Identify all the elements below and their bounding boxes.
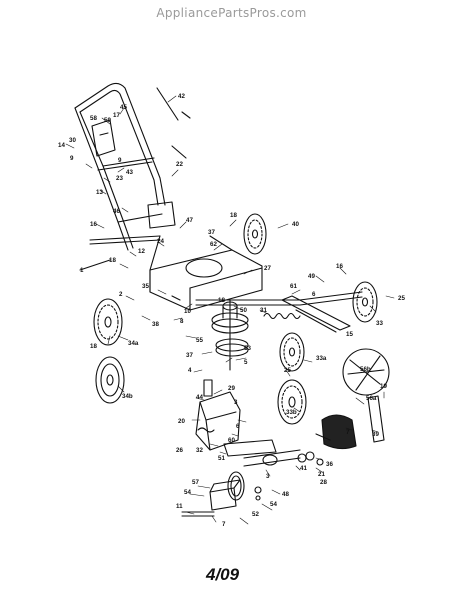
- callout-1: 1: [80, 267, 84, 274]
- callout-labels: 42 45 58 59 17 30 14 9 9 43 22 23 13 46 …: [58, 93, 405, 528]
- callout-6b: 6: [236, 423, 240, 430]
- callout-39: 39: [372, 431, 379, 438]
- wheel-right-far: [352, 281, 378, 323]
- callout-10: 10: [184, 308, 191, 315]
- deck-frame: [149, 235, 263, 311]
- callout-28: 28: [320, 479, 327, 486]
- callout-35: 35: [142, 283, 149, 290]
- callout-14: 14: [58, 142, 65, 149]
- callout-17: 17: [113, 112, 120, 119]
- callout-46: 46: [113, 208, 120, 215]
- callout-11: 11: [176, 503, 183, 510]
- callout-18c: 18: [218, 297, 225, 304]
- callout-57: 57: [192, 479, 199, 486]
- wheel-left-rear: [95, 356, 125, 404]
- callout-41: 41: [300, 465, 307, 472]
- callout-37b: 37: [186, 352, 193, 359]
- callout-47: 47: [186, 217, 193, 224]
- wheel-left-front: [93, 298, 123, 346]
- callout-18d: 18: [90, 343, 97, 350]
- callout-44: 44: [196, 394, 203, 401]
- callout-19: 19: [380, 383, 387, 390]
- callout-34a: 34a: [128, 340, 139, 347]
- callout-36: 36: [326, 461, 333, 468]
- callout-56a: 56a: [366, 395, 377, 402]
- callout-21: 21: [318, 471, 325, 478]
- callout-22: 22: [176, 161, 183, 168]
- callout-3a: 3: [234, 399, 238, 406]
- callout-52: 52: [252, 511, 259, 518]
- callout-53: 53: [244, 345, 251, 352]
- callout-12: 12: [138, 248, 145, 255]
- callout-62: 62: [210, 241, 217, 248]
- callout-25b: 25: [284, 367, 291, 374]
- callout-9a: 9: [70, 155, 74, 162]
- drive-belt: [227, 471, 245, 501]
- callout-50: 50: [240, 307, 247, 314]
- transmission-housing: [195, 379, 241, 451]
- handle-assembly: [74, 82, 191, 251]
- callout-6a: 6: [312, 291, 316, 298]
- callout-48: 48: [282, 491, 289, 498]
- callout-24: 24: [157, 238, 164, 245]
- blade-detail-inset: [342, 348, 390, 396]
- callout-38: 38: [152, 321, 159, 328]
- callout-26: 26: [176, 447, 183, 454]
- callout-7b: 7: [222, 521, 226, 528]
- callout-58: 58: [90, 115, 97, 122]
- lower-bracket: [181, 479, 262, 517]
- callout-3b: 3: [266, 473, 270, 480]
- leader-lines: [65, 95, 395, 525]
- callout-45: 45: [120, 104, 127, 111]
- callout-33: 33: [376, 320, 383, 327]
- callout-29: 29: [228, 385, 235, 392]
- revision-date: 4/09: [206, 565, 240, 584]
- callout-61: 61: [290, 283, 297, 290]
- callout-40: 40: [292, 221, 299, 228]
- callout-33b: 33b: [286, 409, 297, 416]
- callout-60: 60: [228, 437, 235, 444]
- blade-guard: [315, 395, 385, 450]
- wheel-top: [243, 213, 267, 255]
- pulley-stack: [211, 299, 249, 371]
- callout-23: 23: [116, 175, 123, 182]
- callout-16b: 16: [336, 263, 343, 270]
- callout-54b: 54: [270, 501, 277, 508]
- callout-32: 32: [196, 447, 203, 454]
- callout-7a: 7: [346, 429, 350, 436]
- callout-33a: 33a: [316, 355, 327, 362]
- callout-43: 43: [126, 169, 133, 176]
- callout-2: 2: [119, 291, 123, 298]
- callout-55: 55: [196, 337, 203, 344]
- wheel-right-low: [277, 379, 307, 425]
- drive-shaft: [223, 439, 324, 467]
- callout-37a: 37: [208, 229, 215, 236]
- callout-18b: 18: [109, 257, 116, 264]
- callout-4: 4: [188, 367, 192, 374]
- callout-25a: 25: [398, 295, 405, 302]
- callout-42: 42: [178, 93, 185, 100]
- callout-49: 49: [308, 273, 315, 280]
- callout-59: 59: [104, 117, 111, 124]
- callout-8: 8: [180, 318, 184, 325]
- wheel-right-mid: [279, 332, 305, 372]
- callout-5: 5: [244, 359, 248, 366]
- callout-51: 51: [218, 455, 225, 462]
- spring: [263, 312, 301, 320]
- watermark-text: AppliancePartsPros.com: [156, 6, 307, 20]
- callout-27: 27: [264, 265, 271, 272]
- callout-20: 20: [178, 418, 185, 425]
- callout-56: 54: [184, 489, 191, 496]
- callout-31: 31: [260, 307, 267, 314]
- callout-16a: 16: [90, 221, 97, 228]
- callout-30: 30: [69, 137, 76, 144]
- callout-9b: 9: [118, 157, 122, 164]
- callout-15: 15: [346, 331, 353, 338]
- callout-56b: 56b: [360, 366, 371, 373]
- callout-13: 13: [96, 189, 103, 196]
- callout-34b: 34b: [122, 393, 133, 400]
- callout-18a: 18: [230, 212, 237, 219]
